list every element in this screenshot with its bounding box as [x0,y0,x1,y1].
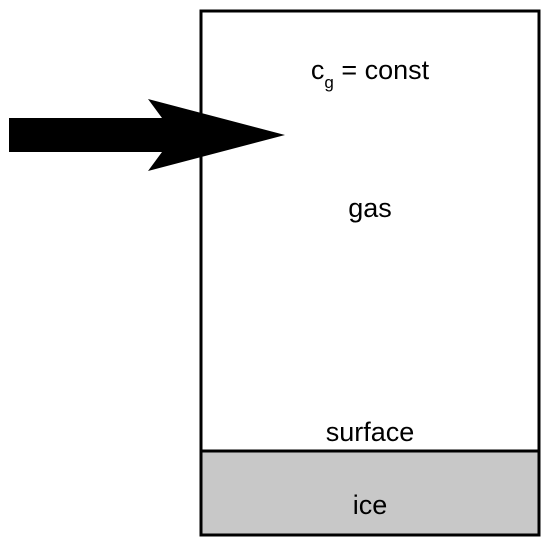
surface-label: surface [326,417,415,447]
concentration-symbol: c [311,55,325,85]
gas-region [201,11,539,451]
arrow-right-icon [9,99,285,171]
ice-label: ice [353,490,388,520]
gas-label: gas [348,193,392,223]
concentration-rest: = const [334,55,430,85]
ice-region [201,451,539,535]
container-outline [199,9,541,537]
concentration-subscript: g [324,73,333,92]
concentration-label: cg = const [311,55,430,92]
